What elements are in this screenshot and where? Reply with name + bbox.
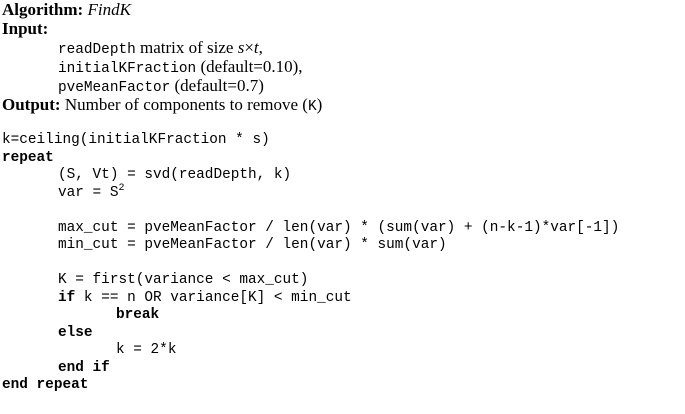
algorithm-label: Algorithm: [2, 0, 84, 19]
keyword-repeat: repeat [2, 149, 54, 166]
blank-line [2, 255, 682, 273]
output-symbol: K [307, 99, 317, 115]
blank-line [2, 202, 682, 220]
algorithm-block: Algorithm: FindK Input: readDepth matrix… [2, 0, 682, 395]
keyword-if: if [58, 289, 76, 306]
keyword-else: else [58, 324, 93, 341]
input-item-initialkfraction: initialKFraction (default=0.10), [58, 57, 303, 77]
output-desc: Number of components to remove ( [60, 95, 308, 114]
code-line: K = first(variance < max_cut) [58, 272, 309, 288]
input-code: readDepth [58, 42, 136, 58]
output-label: Output: [2, 95, 61, 114]
code-line: max_cut = pveMeanFactor / len(var) * (su… [58, 219, 620, 236]
code-line: min_cut = pveMeanFactor / len(var) * sum… [58, 237, 447, 253]
code-line: if k == n OR variance[K] < min_cut [58, 289, 352, 306]
keyword-end-if: end if [58, 359, 110, 376]
algorithm-title: Algorithm: FindK [2, 0, 682, 19]
algorithm-name: FindK [87, 0, 131, 19]
code-line: (S, Vt) = svd(readDepth, k) [58, 167, 292, 183]
input-item-pvemeanfactor: pveMeanFactor (default=0.7) [58, 76, 264, 96]
code-line: var = S2 [58, 182, 125, 201]
keyword-end-repeat: end repeat [2, 377, 89, 393]
superscript: 2 [118, 182, 125, 194]
input-label: Input: [2, 19, 49, 38]
input-item-readdepth: readDepth matrix of size s×t, [58, 38, 263, 58]
output-line: Output: Number of components to remove (… [2, 95, 323, 115]
keyword-break: break [116, 307, 160, 323]
input-code: initialKFraction [58, 61, 197, 77]
code-line: k = 2*k [116, 342, 177, 358]
code-line: k=ceiling(initialKFraction * s) [2, 132, 270, 148]
input-code: pveMeanFactor [58, 80, 171, 96]
code-block: k=ceiling(initialKFraction * s) repeat (… [2, 132, 682, 395]
